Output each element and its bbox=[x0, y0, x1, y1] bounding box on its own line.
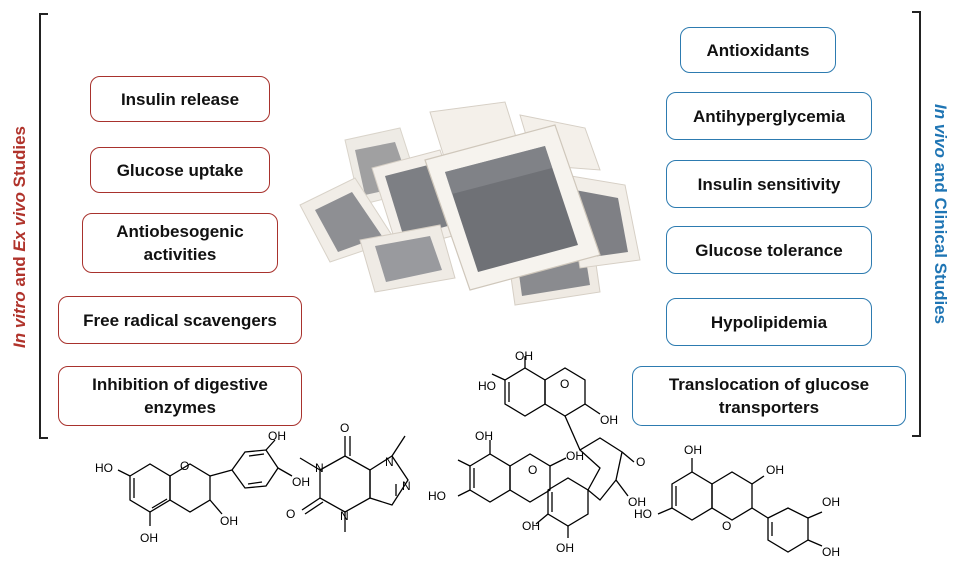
svg-text:OH: OH bbox=[684, 443, 702, 457]
catechin-structure: O HO OH OH OH OH bbox=[95, 429, 310, 545]
svg-text:OH: OH bbox=[628, 495, 646, 509]
svg-text:OH: OH bbox=[766, 463, 784, 477]
left-bracket bbox=[39, 13, 48, 439]
svg-text:O: O bbox=[180, 459, 189, 473]
svg-text:O: O bbox=[722, 519, 731, 533]
caffeine-structure: O O N N N N bbox=[286, 421, 411, 532]
antioxidants-box: Antioxidants bbox=[680, 27, 836, 73]
svg-text:OH: OH bbox=[220, 514, 238, 528]
svg-text:OH: OH bbox=[475, 429, 493, 443]
tea-bag bbox=[359, 224, 456, 293]
insulin-sensitivity-box: Insulin sensitivity bbox=[666, 160, 872, 208]
svg-text:OH: OH bbox=[292, 475, 310, 489]
svg-text:OH: OH bbox=[515, 349, 533, 363]
svg-text:HO: HO bbox=[634, 507, 652, 521]
insulin-release-box: Insulin release bbox=[90, 76, 270, 122]
svg-text:OH: OH bbox=[600, 413, 618, 427]
svg-text:O: O bbox=[636, 455, 645, 469]
svg-text:OH: OH bbox=[822, 495, 840, 509]
hypolipidemia-box: Hypolipidemia bbox=[666, 298, 872, 346]
svg-text:OH: OH bbox=[556, 541, 574, 555]
svg-text:O: O bbox=[340, 421, 349, 435]
svg-text:O: O bbox=[560, 377, 569, 391]
svg-text:O: O bbox=[528, 463, 537, 477]
svg-text:N: N bbox=[402, 479, 411, 493]
svg-text:OH: OH bbox=[822, 545, 840, 559]
right-bracket bbox=[912, 11, 921, 437]
svg-text:N: N bbox=[340, 509, 349, 523]
svg-text:OH: OH bbox=[140, 531, 158, 545]
tea-bag-main bbox=[424, 124, 601, 291]
svg-text:HO: HO bbox=[95, 461, 113, 475]
svg-text:HO: HO bbox=[428, 489, 446, 503]
epicatechin-structure: OH OH HO O OH OH bbox=[634, 443, 840, 559]
theaflavin-structure: OH HO O OH HO OH O OH O OH OH OH bbox=[428, 349, 646, 555]
svg-text:OH: OH bbox=[522, 519, 540, 533]
svg-text:N: N bbox=[385, 455, 394, 469]
antihyperglycemia-box: Antihyperglycemia bbox=[666, 92, 872, 140]
svg-text:HO: HO bbox=[478, 379, 496, 393]
svg-text:O: O bbox=[286, 507, 295, 521]
svg-text:N: N bbox=[315, 461, 324, 475]
free-radical-box: Free radical scavengers bbox=[58, 296, 302, 344]
glucose-tolerance-box: Glucose tolerance bbox=[666, 226, 872, 274]
svg-text:OH: OH bbox=[566, 449, 584, 463]
svg-text:OH: OH bbox=[268, 429, 286, 443]
glucose-uptake-box: Glucose uptake bbox=[90, 147, 270, 193]
